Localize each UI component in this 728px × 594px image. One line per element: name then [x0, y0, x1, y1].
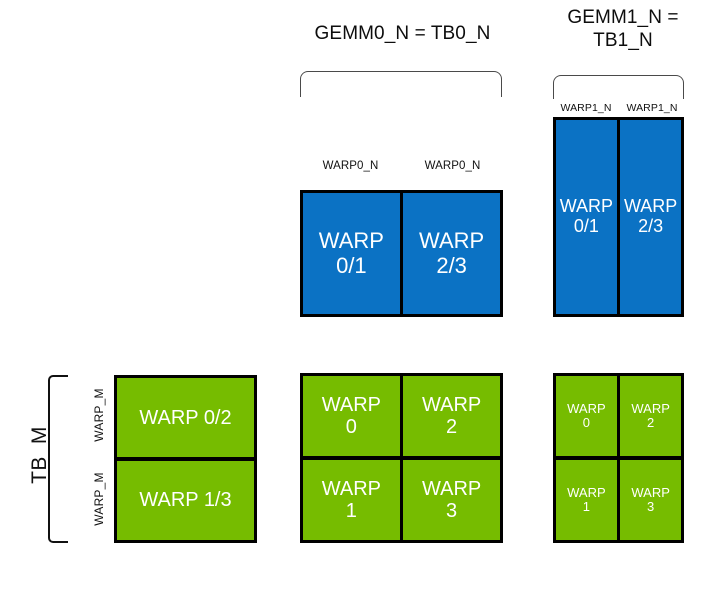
- warp-m-label-top: WARP_M: [92, 388, 106, 442]
- blue-gemm1-row: WARP 0/1 WARP 2/3: [556, 120, 681, 314]
- green-right-row-bottom: WARP 1 WARP 3: [556, 459, 681, 540]
- green-left-cell-warp02: WARP 0/2: [117, 378, 254, 458]
- green-right-cell-warp2: WARP 2: [620, 376, 681, 457]
- tb-m-brace: [48, 375, 68, 543]
- green-middle-cell-warp1: WARP 1: [303, 459, 400, 540]
- green-left-cell-warp13: WARP 1/3: [117, 460, 254, 540]
- green-right-block: WARP 0 WARP 2 WARP 1 WARP 3: [553, 373, 684, 543]
- gemm1-span-bracket: [553, 75, 684, 99]
- green-left-row-top: WARP 0/2: [117, 378, 254, 458]
- green-middle-row-bottom: WARP 1 WARP 3: [303, 459, 500, 540]
- gemm1-n-heading: GEMM1_N = TB1_N: [567, 7, 679, 52]
- blue-gemm0-cell-warp01: WARP 0/1: [303, 193, 400, 314]
- green-right-cell-warp0: WARP 0: [556, 376, 617, 457]
- blue-gemm0-block: WARP 0/1 WARP 2/3: [300, 190, 503, 317]
- blue-gemm1-block: WARP 0/1 WARP 2/3: [553, 117, 684, 317]
- green-middle-row-top: WARP 0 WARP 2: [303, 376, 500, 457]
- tb-m-label: TB_M: [28, 426, 51, 484]
- green-left-block: WARP 0/2 WARP 1/3: [114, 375, 257, 543]
- warp1-n-tick-left: WARP1_N: [560, 102, 612, 114]
- green-right-cell-warp3: WARP 3: [620, 459, 681, 540]
- blue-gemm0-row: WARP 0/1 WARP 2/3: [303, 193, 500, 314]
- green-middle-cell-warp3: WARP 3: [403, 459, 500, 540]
- blue-gemm1-cell-warp01: WARP 0/1: [556, 120, 617, 314]
- gemm0-n-heading: GEMM0_N = TB0_N: [314, 23, 491, 44]
- blue-gemm1-cell-warp23: WARP 2/3: [620, 120, 681, 314]
- green-left-row-bottom: WARP 1/3: [117, 460, 254, 540]
- blue-gemm0-cell-warp23: WARP 2/3: [403, 193, 500, 314]
- green-right-cell-warp1: WARP 1: [556, 459, 617, 540]
- warp0-n-tick-right: WARP0_N: [424, 160, 481, 172]
- gemm0-span-bracket: [300, 71, 502, 97]
- warp0-n-tick-left: WARP0_N: [322, 160, 379, 172]
- warp1-n-tick-right: WARP1_N: [626, 102, 678, 114]
- green-middle-block: WARP 0 WARP 2 WARP 1 WARP 3: [300, 373, 503, 543]
- green-middle-cell-warp0: WARP 0: [303, 376, 400, 457]
- green-right-row-top: WARP 0 WARP 2: [556, 376, 681, 457]
- warp-m-label-bottom: WARP_M: [92, 472, 106, 526]
- green-middle-cell-warp2: WARP 2: [403, 376, 500, 457]
